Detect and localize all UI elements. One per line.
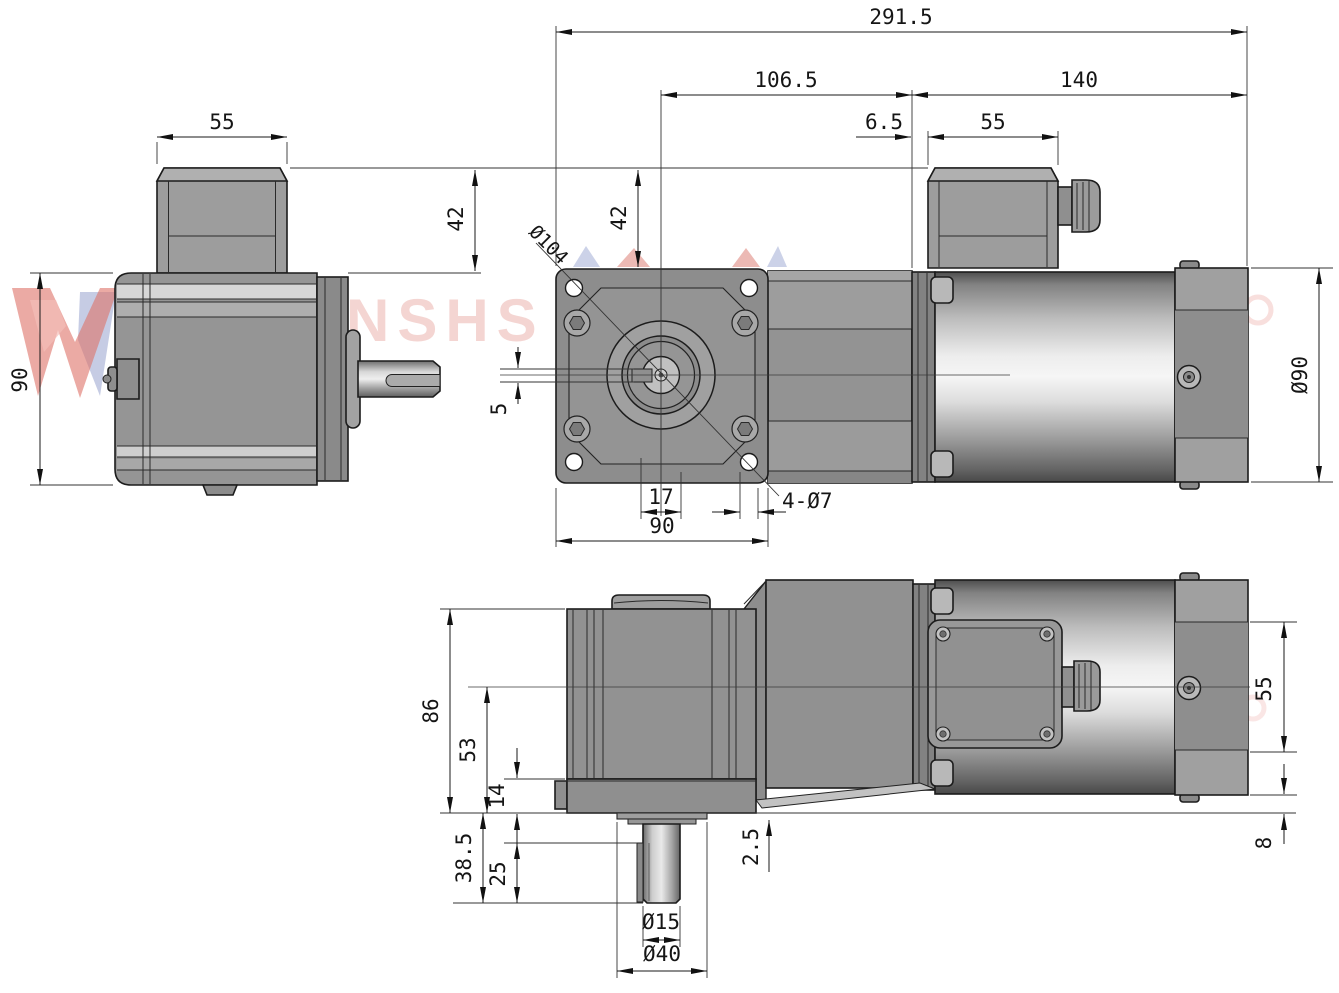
flange-plate-edge bbox=[316, 276, 349, 482]
mount-hole bbox=[739, 452, 759, 472]
bottom-view bbox=[554, 572, 1249, 904]
dim-base-step: 2.5 bbox=[739, 828, 763, 866]
dim-keyway-length: 25 bbox=[486, 861, 510, 886]
dim-axis-height: 53 bbox=[456, 737, 480, 762]
hex-screw bbox=[731, 415, 759, 443]
motor-cylinder bbox=[934, 271, 1176, 483]
shaft-boss-ring bbox=[616, 812, 708, 820]
dim-key-across: 17 bbox=[648, 485, 673, 509]
output-shaft-bottom bbox=[642, 823, 681, 904]
cover-screw bbox=[935, 626, 951, 642]
hex-screw bbox=[563, 415, 591, 443]
dim-gearbox-length: 106.5 bbox=[754, 68, 817, 92]
mount-hole bbox=[739, 278, 759, 298]
bottom-plug bbox=[201, 484, 239, 496]
gearbox-block bbox=[566, 608, 757, 780]
cable-gland-cap-bottom bbox=[1073, 660, 1101, 712]
dim-side-box-width: 55 bbox=[209, 110, 234, 134]
cover-screw bbox=[1039, 626, 1055, 642]
dim-total-height: 86 bbox=[419, 698, 443, 723]
watermark-letters: NSHS bbox=[346, 287, 545, 354]
shaft-key bbox=[636, 842, 644, 903]
dim-shaft-projection: 38.5 bbox=[452, 833, 476, 884]
dim-keyway-width: 5 bbox=[487, 403, 511, 416]
dim-motor-box-side: 55 bbox=[1252, 676, 1276, 701]
endbell-bolt-bottom bbox=[1176, 675, 1202, 701]
underside-chamfer bbox=[755, 782, 936, 809]
dim-box-offset: 6.5 bbox=[865, 110, 903, 134]
shaft-keyway-side bbox=[385, 374, 441, 387]
dim-bottom-gap: 8 bbox=[1252, 837, 1276, 850]
dim-bolt-circle: Ø104 bbox=[524, 221, 572, 269]
endbell-bolt bbox=[1176, 364, 1202, 390]
terminal-box-front bbox=[927, 167, 1059, 269]
side-view bbox=[102, 167, 441, 496]
dim-overall-length: 291.5 bbox=[869, 5, 932, 29]
bore-keyway bbox=[631, 368, 653, 383]
rear-bolt bbox=[116, 358, 140, 400]
hex-screw bbox=[563, 309, 591, 337]
dim-shaft-diameter: Ø15 bbox=[642, 910, 680, 934]
dim-boss-diameter: Ø40 bbox=[643, 942, 681, 966]
dim-flange-offset: 42 bbox=[607, 205, 631, 230]
dimensions: 291.5 106.5 140 6.5 55 55 42 90 Ø104 42 … bbox=[8, 5, 1333, 978]
dim-mounting-holes: 4-Ø7 bbox=[782, 489, 833, 513]
cable-gland-neck bbox=[1057, 186, 1073, 226]
front-view bbox=[555, 167, 1249, 490]
dim-motor-length: 140 bbox=[1060, 68, 1098, 92]
dim-motor-diameter: Ø90 bbox=[1288, 356, 1312, 394]
terminal-box-side bbox=[156, 167, 288, 274]
dim-base-thickness: 14 bbox=[485, 783, 509, 808]
rear-boss bbox=[611, 594, 711, 610]
cover-screw bbox=[935, 726, 951, 742]
gearbox-cone bbox=[765, 579, 914, 789]
dim-side-box-height: 42 bbox=[444, 206, 468, 231]
cable-gland-cap bbox=[1071, 179, 1101, 233]
dim-side-body-height: 90 bbox=[8, 367, 32, 392]
hex-screw bbox=[731, 309, 759, 337]
dim-flange-width: 90 bbox=[649, 514, 674, 538]
motor-adapter bbox=[911, 271, 936, 483]
mount-hole bbox=[564, 452, 584, 472]
gearbox-body-side bbox=[114, 272, 318, 486]
mounting-base bbox=[566, 778, 757, 814]
cover-screw bbox=[1039, 726, 1055, 742]
dim-motor-box-width: 55 bbox=[980, 110, 1005, 134]
